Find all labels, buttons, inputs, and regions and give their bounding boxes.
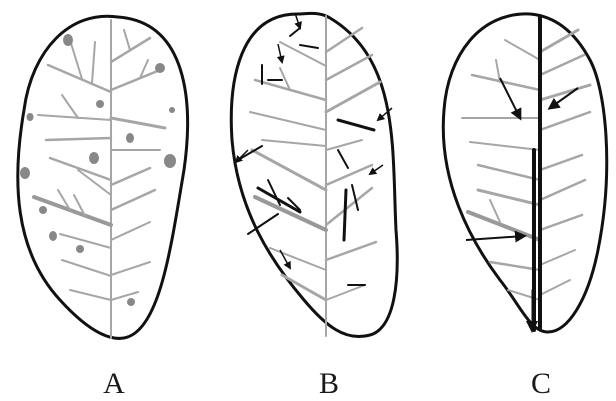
panel-label-b: B: [319, 367, 339, 400]
panel-label-c: C: [531, 367, 551, 400]
leaf-b-outline: [231, 13, 397, 336]
panel-a: [18, 16, 188, 338]
panel-label-a: A: [103, 367, 125, 400]
leaf-c-outline: [443, 14, 606, 332]
panel-c: [443, 14, 606, 332]
panel-b: [231, 13, 397, 337]
